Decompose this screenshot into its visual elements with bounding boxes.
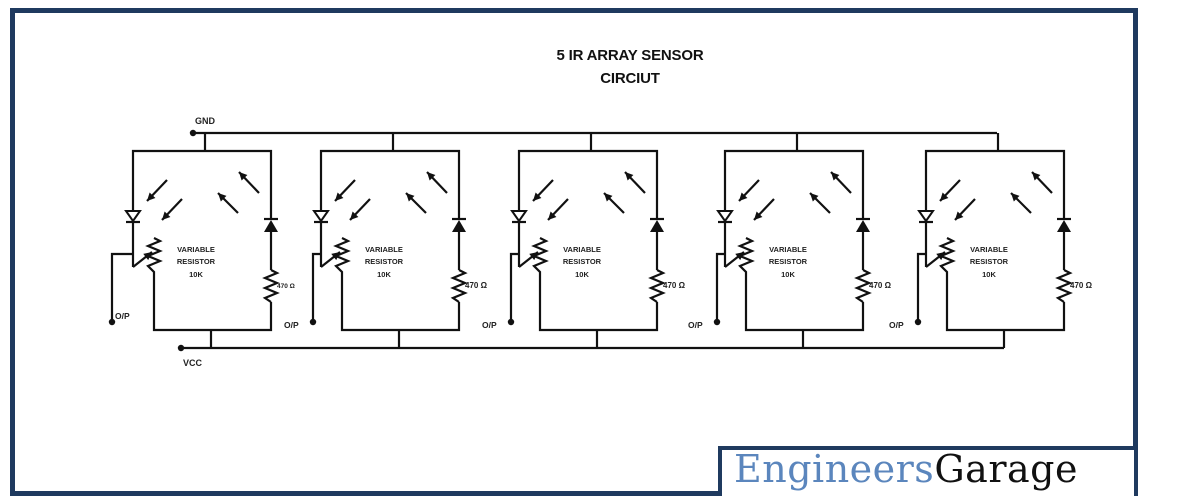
reflected-light-arrow: [809, 192, 831, 214]
ir-sensor-4: O/P VARIABLE RESISTOR 10K 470 Ω: [688, 133, 892, 348]
pot-label-2: RESISTOR: [563, 257, 602, 266]
resistor-470-icon: [1055, 269, 1073, 303]
reflected-light-arrow: [1010, 192, 1032, 214]
reflected-light-arrow: [603, 192, 625, 214]
vcc-terminal: [177, 344, 185, 352]
emitted-light-arrow: [738, 179, 760, 202]
photodiode-icon: [312, 210, 330, 224]
output-label: O/P: [482, 320, 497, 330]
emitted-light-arrow: [334, 179, 356, 202]
output-wire: [110, 252, 133, 322]
ir-sensor-2: O/P VARIABLE RESISTOR 10K 470 Ω: [284, 133, 488, 348]
resistor-label: 470 Ω: [465, 281, 488, 290]
emitted-light-arrow: [954, 198, 976, 221]
pot-label-1: VARIABLE: [177, 245, 215, 254]
gnd-label: GND: [195, 116, 216, 126]
reflected-light-arrow: [405, 192, 427, 214]
photodiode-icon: [716, 210, 734, 224]
pot-label-3: 10K: [575, 270, 589, 279]
emitted-light-arrow: [547, 198, 569, 221]
photodiode-icon: [124, 210, 142, 224]
pot-label-1: VARIABLE: [970, 245, 1008, 254]
ir-led-icon: [650, 217, 664, 270]
output-label: O/P: [889, 320, 904, 330]
top-wire: [723, 149, 865, 219]
top-wire: [517, 149, 659, 219]
output-label: O/P: [284, 320, 299, 330]
output-label: O/P: [688, 320, 703, 330]
potentiometer-icon: [737, 237, 865, 332]
top-wire: [924, 149, 1066, 219]
emitted-light-arrow: [146, 179, 168, 202]
resistor-470-icon: [854, 269, 872, 303]
emitted-light-arrow: [939, 179, 961, 202]
photodiode-icon: [917, 210, 935, 224]
diagram-title-line1: 5 IR ARRAY SENSOR: [556, 47, 704, 64]
ir-sensor-5: O/P VARIABLE RESISTOR 10K 470 Ω: [889, 133, 1093, 348]
pot-label-2: RESISTOR: [970, 257, 1009, 266]
resistor-470-icon: [648, 269, 666, 303]
logo-part-garage: Garage: [934, 447, 1078, 491]
output-terminal[interactable]: [914, 318, 922, 326]
pot-label-2: RESISTOR: [177, 257, 216, 266]
reflected-light-arrow: [238, 171, 260, 194]
output-terminal[interactable]: [713, 318, 721, 326]
pot-label-1: VARIABLE: [563, 245, 601, 254]
ir-sensor-3: O/P VARIABLE RESISTOR 10K 470 Ω: [482, 133, 686, 348]
output-wire: [715, 252, 725, 322]
logo-part-engineers: Engineers: [734, 447, 935, 491]
top-wire: [131, 149, 273, 219]
reflected-light-arrow: [1031, 171, 1053, 194]
ir-led-icon: [1057, 217, 1071, 270]
logo-frame: [718, 446, 1134, 496]
ir-sensor-1: O/P VARIABLE RESISTOR 10K 470 Ω: [108, 133, 295, 348]
potentiometer-icon: [531, 237, 659, 332]
pot-label-2: RESISTOR: [365, 257, 404, 266]
pot-label-1: VARIABLE: [365, 245, 403, 254]
ir-led-icon: [452, 217, 466, 270]
resistor-470-icon: [262, 269, 280, 303]
diagram-title-line2: CIRCIUT: [600, 70, 660, 87]
resistor-label: 470 Ω: [277, 283, 295, 290]
output-label: O/P: [115, 311, 130, 321]
pot-label-3: 10K: [189, 270, 203, 279]
pot-label-3: 10K: [377, 270, 391, 279]
gnd-terminal: [189, 129, 197, 137]
potentiometer-icon: [145, 237, 273, 332]
output-terminal[interactable]: [507, 318, 515, 326]
output-wire: [916, 252, 926, 322]
emitted-light-arrow: [753, 198, 775, 221]
emitted-light-arrow: [349, 198, 371, 221]
photodiode-icon: [510, 210, 528, 224]
ir-led-icon: [264, 217, 278, 270]
resistor-label: 470 Ω: [663, 281, 686, 290]
potentiometer-icon: [938, 237, 1066, 332]
resistor-label: 470 Ω: [869, 281, 892, 290]
pot-label-2: RESISTOR: [769, 257, 808, 266]
reflected-light-arrow: [426, 171, 448, 194]
output-wire: [509, 252, 519, 322]
top-wire: [319, 149, 461, 219]
emitted-light-arrow: [161, 198, 183, 221]
output-wire: [311, 252, 321, 322]
emitted-light-arrow: [532, 179, 554, 202]
ir-led-icon: [856, 217, 870, 270]
engineersgarage-logo: EngineersGarage: [734, 445, 1078, 493]
reflected-light-arrow: [217, 192, 239, 214]
reflected-light-arrow: [624, 171, 646, 194]
resistor-label: 470 Ω: [1070, 281, 1093, 290]
pot-label-1: VARIABLE: [769, 245, 807, 254]
reflected-light-arrow: [830, 171, 852, 194]
output-terminal[interactable]: [108, 318, 116, 326]
vcc-label: VCC: [183, 358, 203, 368]
output-terminal[interactable]: [309, 318, 317, 326]
pot-label-3: 10K: [982, 270, 996, 279]
pot-label-3: 10K: [781, 270, 795, 279]
potentiometer-icon: [333, 237, 461, 332]
resistor-470-icon: [450, 269, 468, 303]
